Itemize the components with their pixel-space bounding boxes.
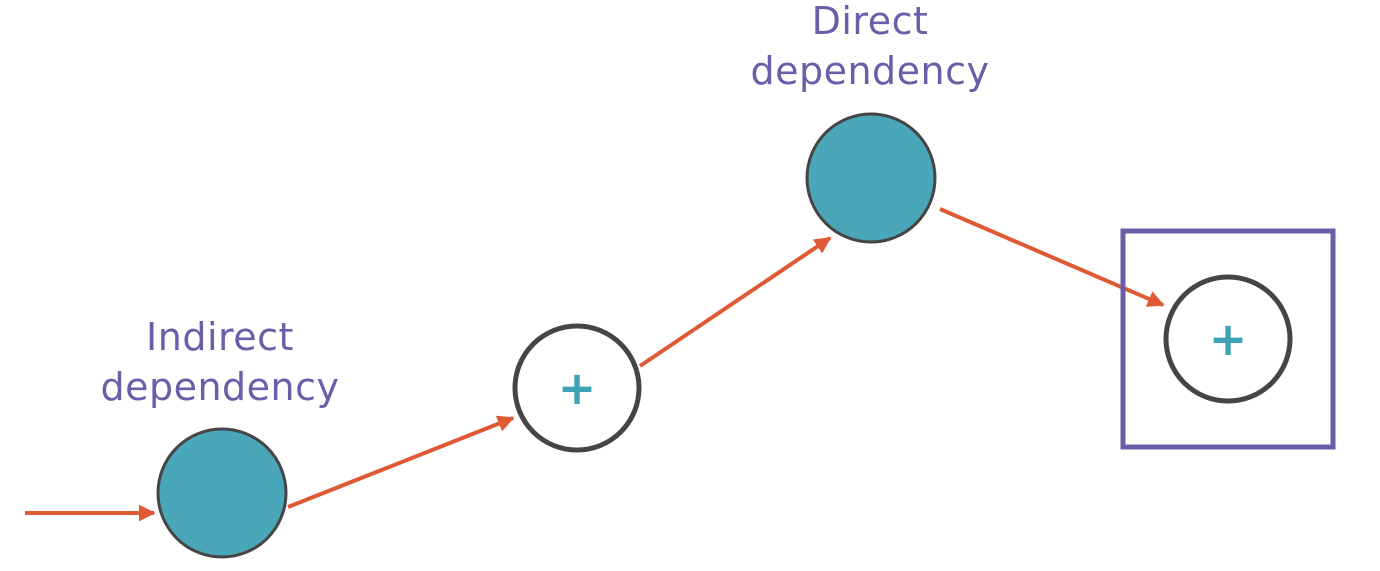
- arrow-indirect-to-middle: [287, 415, 515, 509]
- direct-dependency-label: Direct dependency: [710, 0, 1030, 96]
- direct-dependency-node: [805, 112, 937, 244]
- direct-label-line-1: Direct: [811, 0, 929, 43]
- indirect-label-line-1: Indirect: [146, 315, 294, 359]
- plus-icon: +: [1209, 312, 1248, 366]
- arrow-direct-to-target: [939, 207, 1165, 307]
- plus-icon: +: [558, 361, 597, 415]
- intermediate-node: [512, 323, 642, 453]
- direct-label-line-2: dependency: [750, 49, 990, 93]
- highlight-box: [1120, 228, 1336, 450]
- arrow-middle-to-direct: [638, 236, 832, 368]
- indirect-dependency-node: [156, 427, 288, 559]
- target-node: [1163, 274, 1293, 404]
- indirect-dependency-label: Indirect dependency: [60, 312, 380, 412]
- indirect-label-line-2: dependency: [100, 365, 340, 409]
